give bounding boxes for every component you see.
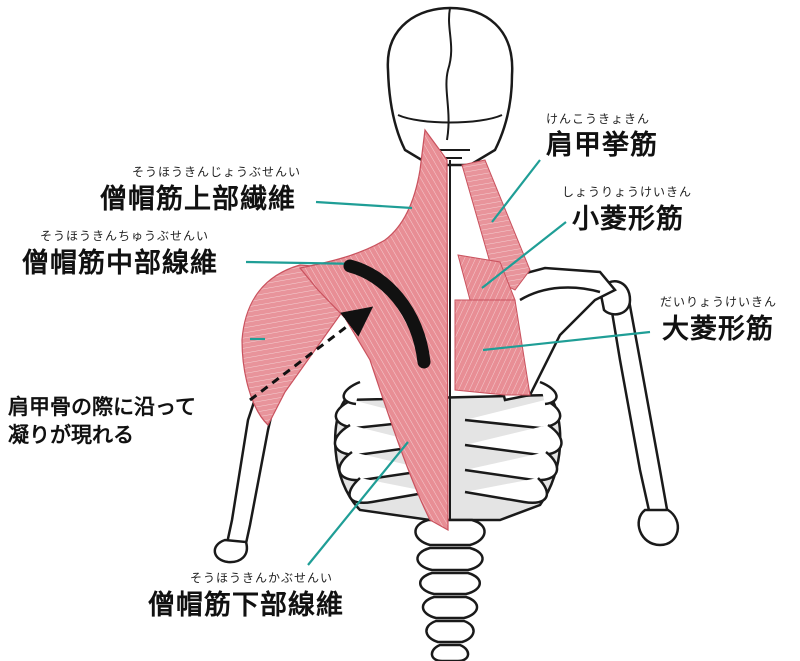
stiffness-note: 肩甲骨の際に沿って 凝りが現れる (8, 395, 196, 447)
middle-trapezius-ruby: そうほうきんちゅうぶせんい (40, 229, 210, 243)
rhomboid-minor-label: 小菱形筋 (572, 204, 684, 235)
lower-trapezius-label: 僧帽筋下部線維 (148, 590, 344, 621)
stiffness-curve (343, 259, 431, 369)
left-arm-bones (213, 388, 277, 564)
skull-shape (386, 6, 514, 167)
middle-trapezius-label: 僧帽筋中部線維 (22, 248, 218, 279)
rhomboid-major-muscle (454, 299, 531, 396)
rhomboid-minor-ruby: しょうりょうけいきん (562, 185, 693, 199)
lower-trapezius-ruby: そうほうきんかぶせんい (190, 571, 334, 585)
levator-scapulae-label: 肩甲挙筋 (546, 130, 658, 161)
leader-lines (245, 159, 651, 566)
levator-scapulae-ruby: けんこうきょきん (546, 112, 651, 126)
rhomboid-major-label: 大菱形筋 (662, 314, 774, 345)
pointer-arrow (249, 306, 374, 402)
upper-trapezius-ruby: そうほうきんじょうぶせんい (132, 165, 302, 179)
upper-trapezius-label: 僧帽筋上部繊維 (100, 184, 296, 215)
trapezius-muscle (298, 128, 449, 532)
spine (414, 160, 486, 661)
rhomboid-major-ruby: だいりょうけいきん (660, 295, 778, 309)
